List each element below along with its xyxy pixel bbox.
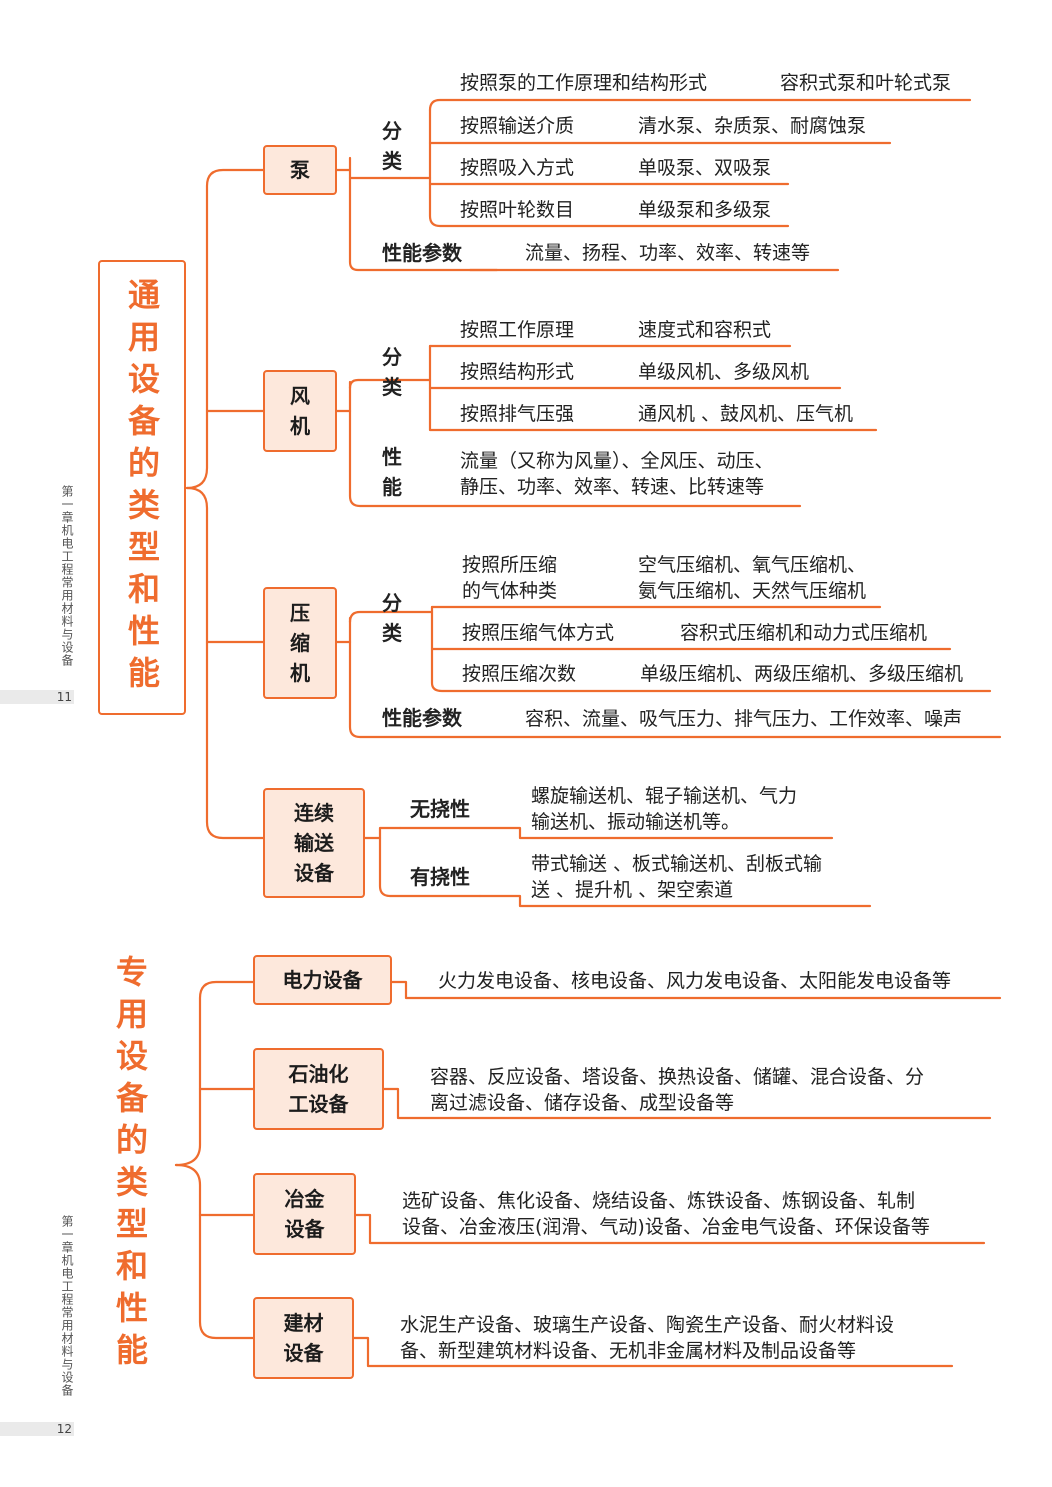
- conveyor-rigid-line-1: 带式输送 、板式输送机、刮板式输: [531, 853, 823, 875]
- pump-perf-label: 性能参数: [382, 241, 462, 265]
- fan-node: 风 机: [263, 370, 337, 452]
- pump-types-3: 单吸泵、双吸泵: [638, 157, 772, 179]
- fan-types-3: 通风机 、鼓风机、压气机: [638, 403, 854, 425]
- petrochemical-desc-line-2: 离过滤设备、储存设备、成型设备等: [430, 1092, 735, 1114]
- chapter-label-top: 第一章机电工程常用材料与设备: [60, 485, 74, 667]
- compressor-basis-2: 按照压缩气体方式: [462, 622, 615, 644]
- building-materials-desc-line-1: 水泥生产设备、玻璃生产设备、陶瓷生产设备、耐火材料设: [400, 1314, 895, 1336]
- compressor-types-3: 单级压缩机、两级压缩机、多级压缩机: [640, 663, 964, 685]
- compressor-types-1a: 空气压缩机、氧气压缩机、: [638, 554, 867, 576]
- conveyor-flex-line-2: 输送机、振动输送机等。: [531, 811, 741, 833]
- fan-types-2: 单级风机、多级风机: [638, 361, 810, 383]
- chapter-label-bottom: 第一章机电工程常用材料与设备: [60, 1215, 74, 1397]
- fan-basis-2: 按照结构形式: [460, 361, 575, 383]
- pump-types-4: 单级泵和多级泵: [638, 199, 772, 221]
- fan-perf-line-2: 静压、功率、效率、转速、比转速等: [460, 476, 765, 498]
- pump-basis-3: 按照吸入方式: [460, 157, 575, 179]
- petrochemical-equipment-node: 石油化 工设备: [253, 1048, 384, 1130]
- conveyor-flex-label: 无挠性: [410, 797, 470, 821]
- metallurgy-equipment-node: 冶金 设备: [253, 1173, 356, 1255]
- compressor-types-2: 容积式压缩机和动力式压缩机: [680, 622, 928, 644]
- pump-basis-2: 按照输送介质: [460, 115, 575, 137]
- compressor-perf-label: 性能参数: [382, 706, 462, 730]
- power-equipment-desc: 火力发电设备、核电设备、风力发电设备、太阳能发电设备等: [438, 970, 952, 992]
- compressor-basis-1b: 的气体种类: [462, 580, 558, 602]
- page-number-bottom: 12: [56, 1422, 72, 1436]
- pump-classify-label: 分 类: [382, 119, 402, 173]
- building-materials-desc-line-2: 备、新型建筑材料设备、无机非金属材料及制品设备等: [400, 1340, 857, 1362]
- pump-basis-4: 按照叶轮数目: [460, 199, 575, 221]
- pump-node: 泵: [263, 145, 337, 195]
- pump-types-2: 清水泵、杂质泵、耐腐蚀泵: [638, 115, 867, 137]
- compressor-basis-1a: 按照所压缩: [462, 554, 558, 576]
- page-number-bar-bottom: [0, 1422, 74, 1436]
- fan-basis-1: 按照工作原理: [460, 319, 575, 341]
- conveyor-rigid-line-2: 送 、提升机 、架空索道: [531, 879, 734, 901]
- compressor-perf-values: 容积、流量、吸气压力、排气压力、工作效率、噪声: [525, 708, 963, 730]
- pump-basis-1: 按照泵的工作原理和结构形式: [460, 72, 708, 94]
- page-number-bar-top: [0, 690, 74, 704]
- pump-perf-values: 流量、扬程、功率、效率、转速等: [525, 242, 811, 264]
- conveyor-node: 连续 输送 设备: [263, 788, 365, 898]
- power-equipment-node: 电力设备: [253, 955, 392, 1005]
- fan-basis-3: 按照排气压强: [460, 403, 575, 425]
- petrochemical-desc-line-1: 容器、反应设备、塔设备、换热设备、储罐、混合设备、分: [430, 1066, 925, 1088]
- general-equipment-title-box: 通用设备的类型和性能: [98, 260, 186, 715]
- building-materials-equipment-node: 建材 设备: [253, 1297, 354, 1379]
- conveyor-rigid-label: 有挠性: [410, 865, 470, 889]
- compressor-types-1b: 氨气压缩机、天然气压缩机: [638, 580, 867, 602]
- special-equipment-title: 专用设备的类型和性能: [111, 955, 149, 1375]
- fan-perf-label: 性 能: [382, 445, 402, 499]
- fan-classify-label: 分 类: [382, 345, 402, 399]
- fan-types-1: 速度式和容积式: [638, 319, 772, 341]
- metallurgy-desc-line-2: 设备、冶金液压(润滑、气动)设备、冶金电气设备、环保设备等: [402, 1216, 930, 1238]
- compressor-classify-label: 分 类: [382, 591, 402, 645]
- conveyor-flex-line-1: 螺旋输送机、辊子输送机、气力: [531, 785, 798, 807]
- compressor-basis-3: 按照压缩次数: [462, 663, 577, 685]
- compressor-node: 压 缩 机: [263, 587, 337, 699]
- pump-types-1: 容积式泵和叶轮式泵: [780, 72, 952, 94]
- fan-perf-line-1: 流量（又称为风量）、全风压、动压、: [460, 450, 774, 472]
- general-equipment-title: 通用设备的类型和性能: [123, 277, 161, 698]
- metallurgy-desc-line-1: 选矿设备、焦化设备、烧结设备、炼铁设备、炼钢设备、轧制: [402, 1190, 916, 1212]
- page-number-top: 11: [56, 690, 72, 704]
